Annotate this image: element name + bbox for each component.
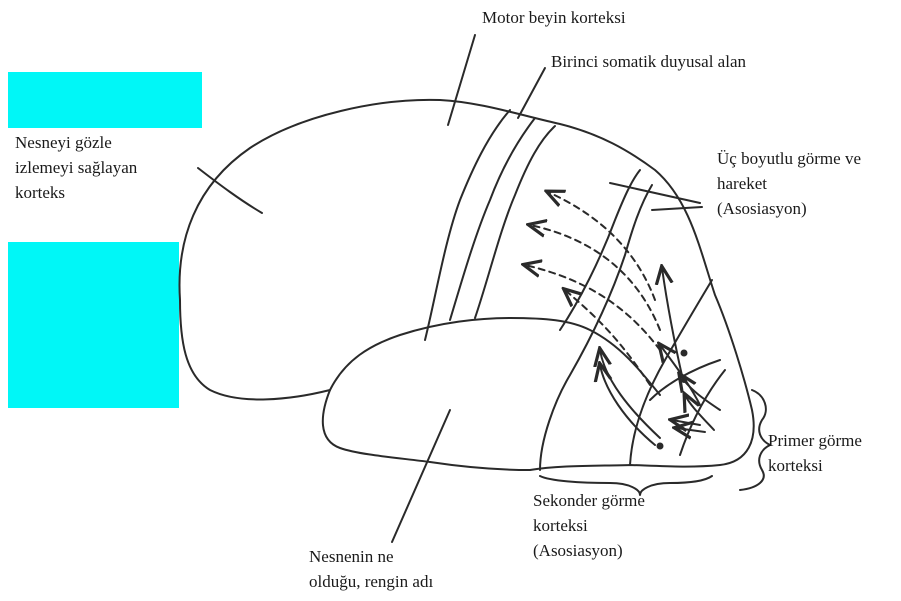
motor-strip-front	[425, 110, 510, 340]
source-dot-3	[681, 377, 687, 383]
label-object-identity-line-2: olduğu, rengin adı	[309, 569, 433, 594]
label-primary-visual-line-1: Primer görme	[768, 428, 862, 453]
label-3d-vision-line-3: (Asosiasyon)	[717, 196, 861, 221]
motor-strip-back	[450, 118, 535, 320]
label-object-identity-line-1: Nesnenin ne	[309, 544, 433, 569]
pointer-object	[392, 410, 450, 542]
label-eye-tracking-line-2: izlemeyi sağlayan	[15, 155, 137, 180]
pathway-dashed-1	[548, 192, 655, 300]
label-3d-vision-line-2: hareket	[717, 171, 861, 196]
label-3d-vision: Üç boyutlu görme ve hareket (Asosiasyon)	[717, 146, 861, 221]
somatic-strip	[475, 126, 555, 318]
label-motor-cortex: Motor beyin korteksi	[482, 5, 626, 30]
brace-primary	[740, 390, 770, 490]
source-dot-2	[657, 443, 664, 450]
brain-outline	[180, 100, 754, 470]
pointer-3d-2	[652, 207, 702, 210]
label-eye-tracking-line-3: korteks	[15, 180, 137, 205]
label-secondary-visual: Sekonder görme korteksi (Asosiasyon)	[533, 488, 645, 563]
pointer-somatic	[518, 68, 545, 118]
label-3d-vision-line-1: Üç boyutlu görme ve	[717, 146, 861, 171]
pointer-motor	[448, 35, 475, 125]
label-primary-visual-line-2: korteksi	[768, 453, 862, 478]
pathway-solid-7	[672, 420, 700, 425]
label-secondary-visual-line-3: (Asosiasyon)	[533, 538, 645, 563]
pathway-solid-1	[600, 350, 660, 438]
pathway-dashed-3	[525, 265, 660, 350]
label-primary-visual: Primer görme korteksi	[768, 428, 862, 478]
label-eye-tracking-line-1: Nesneyi gözle	[15, 130, 137, 155]
pathway-dashed-2	[530, 225, 660, 330]
label-eye-tracking: Nesneyi gözle izlemeyi sağlayan korteks	[15, 130, 137, 205]
label-secondary-visual-line-1: Sekonder görme	[533, 488, 645, 513]
label-secondary-visual-line-2: korteksi	[533, 513, 645, 538]
label-somatic-area: Birinci somatik duyusal alan	[551, 49, 746, 74]
source-dot-1	[681, 350, 688, 357]
label-object-identity: Nesnenin ne olduğu, rengin adı	[309, 544, 433, 594]
temporal-fold	[330, 318, 660, 395]
visual-divider-1	[560, 170, 640, 330]
